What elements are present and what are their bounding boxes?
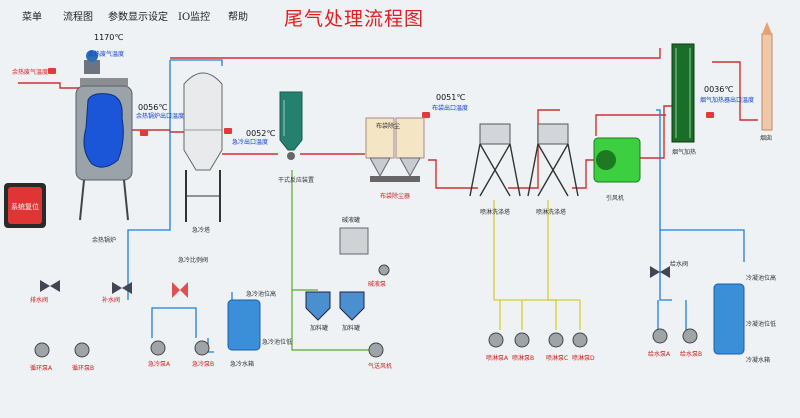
- reset-button-label: 系统复位: [11, 203, 39, 211]
- heater-outlet-label: 烟气加热器出口温度: [700, 97, 755, 104]
- menu-bar: 菜单 流程图 参数显示设定 IO监控 帮助: [0, 0, 800, 30]
- spray-towers: [469, 123, 579, 197]
- waste-inlet-label: 余热废气温度: [12, 69, 49, 76]
- lime-bin-2-label: 加料罐: [342, 325, 361, 332]
- bag-filter: [365, 117, 425, 182]
- flue-heater-label: 烟气加热: [672, 149, 697, 156]
- stack: [761, 22, 773, 131]
- dry-reactor: [279, 91, 303, 160]
- menu-item-help[interactable]: 帮助: [228, 12, 248, 23]
- boiler-label: 余热锅炉: [92, 237, 117, 244]
- air-lines: [291, 170, 370, 351]
- boiler-top-label: 余热废气温度: [88, 51, 125, 58]
- induced-draft-fan: [593, 137, 641, 183]
- spray-pump-c-label: 喷淋泵C: [546, 355, 569, 362]
- water-pump-a-label: 给水泵A: [648, 351, 671, 358]
- quench-outlet-label: 急冷出口温度: [232, 139, 269, 146]
- soft-tank-level-label: 冷凝池位高: [746, 275, 777, 282]
- reset-button-face: 系统复位: [8, 187, 42, 224]
- spray-pump-b-label: 喷淋泵B: [512, 355, 535, 362]
- quench-valve-label: 急冷比例阀: [178, 257, 209, 264]
- pump-a-label: 循环泵A: [30, 365, 53, 372]
- dosing-pump-label: 碱液泵: [368, 281, 387, 288]
- cool-tank-level-label: 急冷池位高: [246, 291, 277, 298]
- quench-ratio-valve: [172, 282, 188, 298]
- bag-unit-label: 布袋除尘器: [380, 193, 411, 200]
- boiler-outlet-label: 余热锅炉出口温度: [136, 113, 185, 120]
- cool-water-tank: [227, 299, 261, 351]
- reagent-tank-label: 碱液罐: [342, 217, 361, 224]
- temperature-sensors: [48, 68, 714, 136]
- lime-bin-1-label: 加料罐: [310, 325, 329, 332]
- cool-level-low-label: 急冷池位低: [262, 339, 293, 346]
- feed-lines: [493, 200, 581, 330]
- valves: [40, 266, 670, 294]
- menu-item-io-monitor[interactable]: IO监控: [178, 12, 211, 23]
- gas-lines: [18, 61, 758, 189]
- spray-pump-d-label: 喷淋泵D: [572, 355, 595, 362]
- water-valve-label: 给水阀: [670, 261, 689, 268]
- feed-valve-1-label: 排水阀: [30, 297, 49, 304]
- boiler-outlet-readout: 0056℃: [138, 103, 168, 112]
- soft-tank-label: 冷凝水箱: [746, 357, 771, 364]
- page-title: 尾气处理流程图: [284, 8, 425, 30]
- pumps: [34, 264, 698, 358]
- heater-outlet-readout: 0036℃: [704, 85, 734, 94]
- quench-tower-label: 急冷塔: [192, 227, 211, 234]
- spray-tower-1-label: 喷淋洗涤塔: [480, 209, 511, 216]
- air-pump-label: 气送风机: [368, 363, 393, 370]
- spray-tower-2-label: 喷淋洗涤塔: [536, 209, 567, 216]
- cool-pump-a-label: 急冷泵A: [148, 361, 171, 368]
- water-pump-b-label: 给水泵B: [680, 351, 703, 358]
- top-temp-readout: 1170℃: [94, 33, 124, 42]
- system-reset-button[interactable]: 系统复位: [4, 183, 46, 228]
- menu-item-flowchart[interactable]: 流程图: [63, 12, 93, 23]
- quench-tower: [183, 72, 223, 222]
- bag-outlet-readout: 0051℃: [436, 93, 466, 102]
- cool-pump-b-label: 急冷泵B: [192, 361, 215, 368]
- stack-label: 烟囱: [760, 135, 773, 142]
- reagent-tank: [339, 227, 369, 255]
- bag-outlet-label: 布袋出口温度: [432, 105, 469, 112]
- water-lines: [127, 59, 745, 353]
- soft-level-low-label: 冷凝池位低: [746, 321, 777, 328]
- quench-outlet-readout: 0052℃: [246, 129, 276, 138]
- menu-item-parameters[interactable]: 参数显示设定: [108, 12, 168, 23]
- menu-item-menu[interactable]: 菜单: [22, 12, 42, 23]
- pump-b-label: 循环泵B: [72, 365, 95, 372]
- bag-filter-label: 布袋除尘: [376, 123, 401, 130]
- soft-water-tank: [713, 283, 745, 355]
- feed-valve-2-label: 补水阀: [102, 297, 121, 304]
- cool-tank-label: 急冷水箱: [230, 361, 255, 368]
- flue-heater: [671, 43, 695, 143]
- fan-label: 引风机: [606, 195, 625, 202]
- waste-heat-boiler: [75, 50, 133, 221]
- spray-pump-a-label: 喷淋泵A: [486, 355, 509, 362]
- dry-reactor-label: 干式反应装置: [278, 177, 315, 184]
